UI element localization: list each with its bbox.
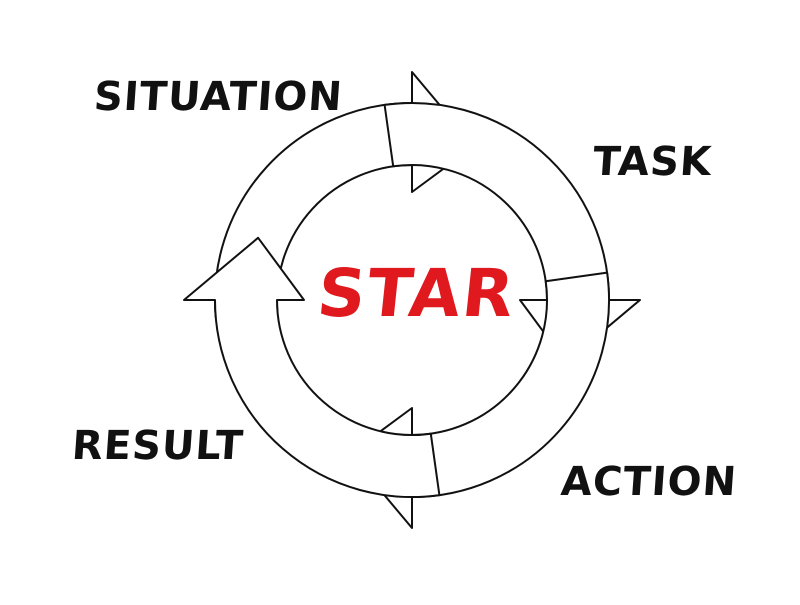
step-label-result: RESULT (70, 423, 246, 469)
step-label-task: TASK (591, 139, 714, 185)
arrow-result-to-situation (183, 236, 441, 498)
step-label-action: ACTION (559, 459, 739, 505)
step-label-situation: SITUATION (92, 74, 345, 120)
center-title: STAR (313, 255, 520, 332)
